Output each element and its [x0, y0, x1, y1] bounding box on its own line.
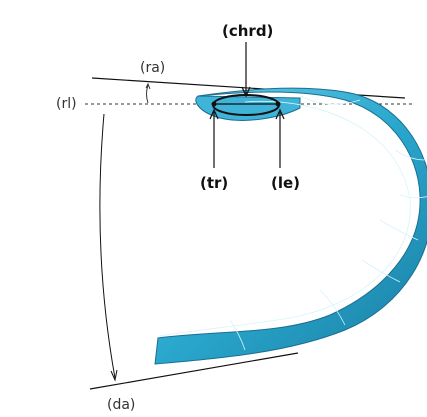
rake-angle-arrow	[145, 82, 151, 90]
leading-edge-arrowhead	[275, 108, 285, 120]
tube-tip	[195, 95, 301, 121]
drop-angle-label: (da)	[107, 397, 136, 413]
drop-angle-arrowhead	[110, 369, 118, 382]
tube-body	[154, 87, 427, 365]
tube-segments	[159, 95, 427, 351]
chord-label: (chrd)	[222, 22, 274, 40]
rake-angle-label: (ra)	[140, 60, 166, 76]
leading-point	[275, 101, 281, 107]
trailing-edge-arrowhead	[209, 108, 219, 120]
leading-edge-label: (le)	[271, 174, 301, 192]
trailing-point	[211, 101, 217, 107]
drop-angle-arc	[99, 113, 116, 379]
reference-line-label: (rl)	[56, 96, 77, 112]
chord-arrowhead	[241, 86, 251, 98]
trailing-edge-label: (tr)	[200, 174, 229, 192]
bottom-line	[89, 352, 299, 390]
rake-angle-arc	[146, 84, 149, 104]
